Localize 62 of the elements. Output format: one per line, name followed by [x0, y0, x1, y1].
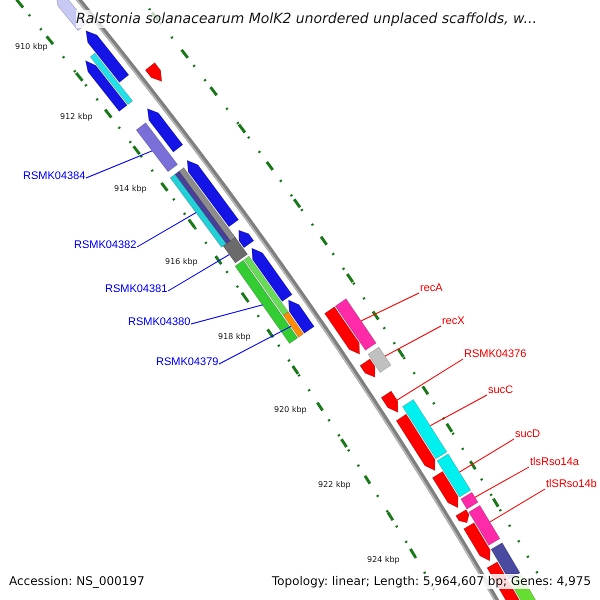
tick-label: 910 kbp: [15, 42, 48, 52]
tick-label: 918 kbp: [218, 332, 251, 342]
gene-block: [86, 30, 130, 83]
gene-label: tlSRso14b: [546, 478, 597, 491]
gene-label: RSMK04382: [74, 239, 136, 252]
gene-block: [436, 453, 472, 498]
leader-line: [190, 304, 264, 324]
leader-line: [360, 292, 420, 322]
gene-block: [455, 509, 470, 524]
gene-block: [324, 306, 360, 355]
gene-label: RSMK04381: [105, 283, 168, 296]
gene-block: [282, 312, 304, 338]
gene-block: [432, 470, 458, 508]
leader-line: [168, 254, 230, 292]
gene-block: [396, 414, 436, 472]
gene-block: [360, 358, 376, 378]
gene-block: [244, 256, 289, 316]
tick-label: 920 kbp: [274, 405, 307, 415]
gene-block: [288, 300, 315, 334]
leader-line: [136, 212, 197, 248]
gene-block: [368, 346, 392, 373]
gene-block: [468, 504, 500, 546]
leader-line: [458, 438, 514, 473]
tick-label: 922 kbp: [318, 480, 351, 490]
gene-block: [147, 108, 184, 153]
leader-line: [384, 326, 442, 357]
leader-line: [489, 488, 546, 522]
gene-block: [144, 62, 162, 82]
leader-line: [474, 466, 530, 498]
gene-label: sucC: [488, 384, 514, 397]
gene-block: [460, 492, 478, 510]
gene-block: [463, 522, 490, 562]
summary-text: Topology: linear; Length: 5,964,607 bp; Genes: 4,975: [272, 574, 591, 589]
gene-label: recX: [442, 315, 465, 328]
tick-label: 912 kbp: [60, 112, 93, 122]
gene-label: RSMK04380: [128, 316, 190, 329]
gene-block: [85, 60, 128, 112]
gene-label: sucD: [515, 428, 540, 441]
gene-label: recA: [420, 282, 443, 295]
tick-label: 914 kbp: [114, 184, 147, 194]
leader-line: [430, 394, 488, 426]
map-title: Ralstonia solanacearum MolK2 unordered unplaced scaffolds, w...: [76, 10, 537, 28]
gene-block: [222, 236, 248, 264]
leader-line: [218, 326, 292, 364]
accession-text: Accession: NS_000197: [9, 574, 145, 589]
gene-block: [238, 230, 254, 248]
leader-line: [396, 358, 464, 401]
gene-block: [186, 160, 240, 228]
gene-block: [136, 122, 178, 172]
gene-block: [334, 298, 377, 351]
gene-block: [90, 52, 134, 106]
gene-block: [380, 390, 398, 413]
gene-label: RSMK04384: [23, 170, 86, 183]
tick-label: 924 kbp: [367, 555, 400, 565]
gene-block: [234, 260, 298, 344]
gene-label: RSMK04379: [156, 356, 218, 369]
gene-block: [251, 248, 293, 302]
tick-label: 916 kbp: [165, 257, 198, 267]
gene-label: RSMK04376: [464, 348, 526, 361]
leader-line: [86, 150, 153, 178]
gene-label: tlsRso14a: [530, 456, 579, 469]
gene-block: [402, 399, 448, 460]
